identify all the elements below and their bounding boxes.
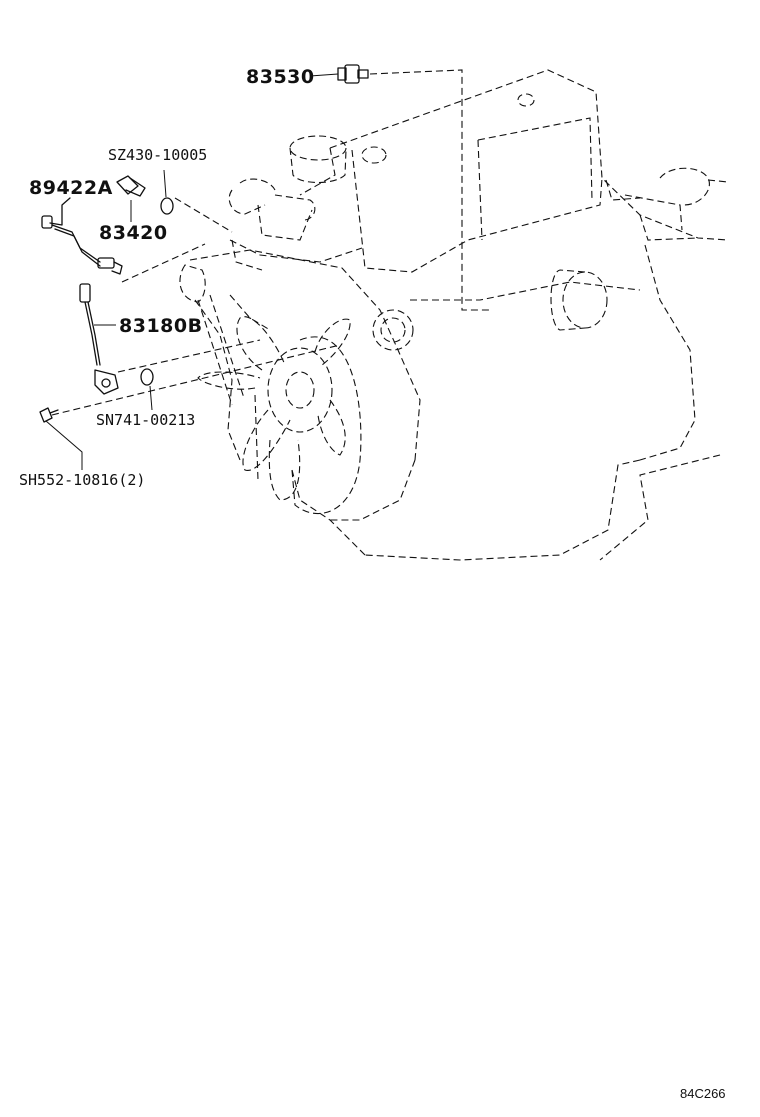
sensor-83180b (79, 283, 119, 395)
engine-block-outline (179, 69, 729, 561)
sensor-89422a (41, 197, 123, 275)
part-number-label: 83420 (99, 222, 168, 244)
locator-lines (51, 69, 490, 416)
figure-reference: 84C266 (680, 1086, 726, 1101)
part-number-label: SH552-10816(2) (19, 471, 146, 489)
bolt-sh552 (39, 407, 83, 470)
part-number-label: 89422A (29, 177, 113, 199)
part-number-label: 83530 (246, 66, 315, 88)
part-number-label: SZ430-10005 (108, 146, 208, 164)
oil-pressure-switch-83530 (309, 64, 369, 84)
part-number-label: SN741-00213 (96, 411, 196, 429)
water-temp-sender-83420 (116, 175, 146, 222)
part-number-label: 83180B (119, 315, 203, 337)
o-ring-sn741 (140, 368, 154, 411)
gasket-sz430 (160, 169, 174, 215)
